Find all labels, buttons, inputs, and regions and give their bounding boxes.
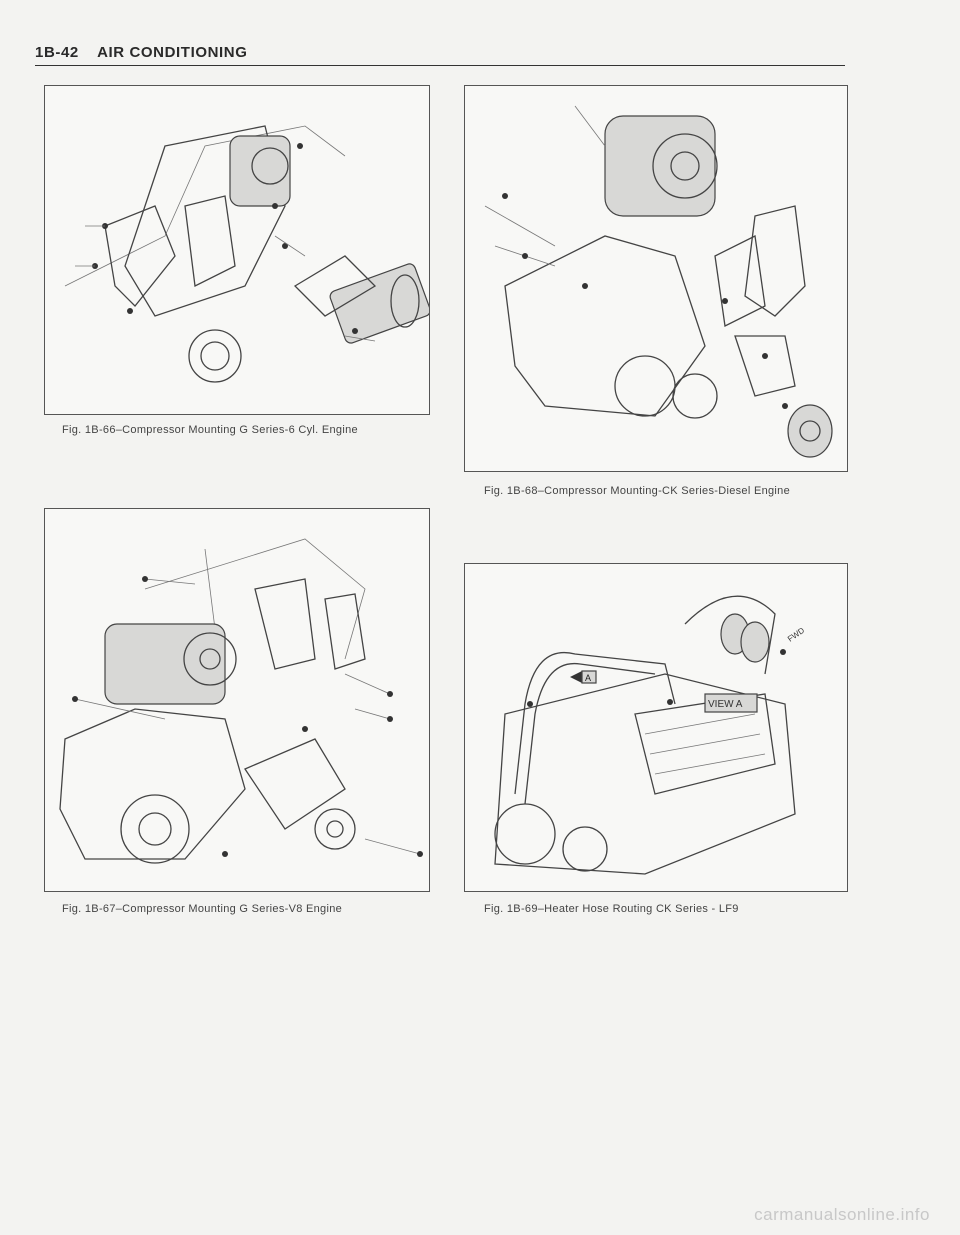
- callout-a-letter: A: [585, 673, 591, 683]
- figure-1b-66-caption: Fig. 1B-66–Compressor Mounting G Series-…: [62, 424, 358, 436]
- compressor-mounting-diesel-drawing: [484, 105, 833, 458]
- figure-1b-67-caption: Fig. 1B-67–Compressor Mounting G Series-…: [62, 903, 343, 915]
- heater-hose-routing-drawing: VIEW A A FWD: [494, 595, 806, 875]
- compressor-mounting-v8-drawing: [59, 538, 423, 864]
- section-title: AIR CONDITIONING: [97, 44, 248, 61]
- figure-1b-66-illustration: [44, 85, 430, 415]
- page-header: 1B-42 AIR CONDITIONING: [35, 44, 845, 66]
- compressor-mounting-6cyl-drawing: [64, 125, 429, 383]
- figure-1b-69-caption: Fig. 1B-69–Heater Hose Routing CK Series…: [484, 903, 739, 915]
- callout-a-marker: A: [570, 670, 597, 684]
- fwd-label: FWD: [786, 626, 806, 644]
- figure-1b-68-illustration: [464, 85, 848, 472]
- view-a-callout: VIEW A: [708, 699, 743, 710]
- page-number: 1B-42: [35, 44, 79, 61]
- figure-1b-69-illustration: VIEW A A FWD: [464, 563, 848, 892]
- watermark: carmanualsonline.info: [754, 1205, 930, 1224]
- fwd-arrow-icon: [780, 649, 786, 655]
- figure-1b-67-illustration: [44, 508, 430, 892]
- figure-1b-68-caption: Fig. 1B-68–Compressor Mounting-CK Series…: [484, 485, 790, 497]
